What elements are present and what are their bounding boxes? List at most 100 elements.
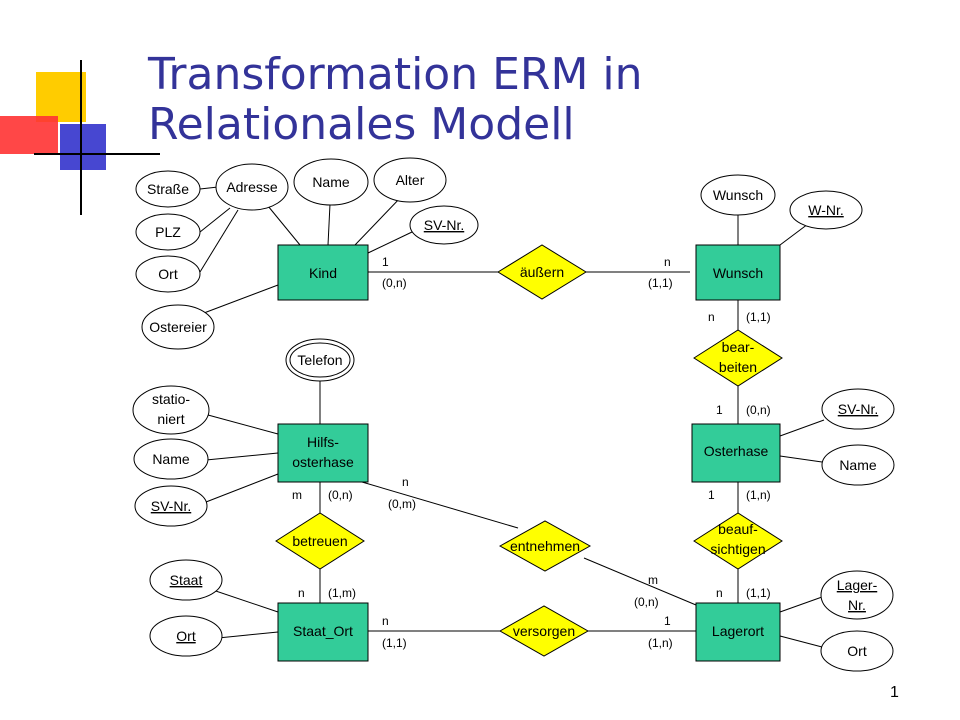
attribute-telefon-ellipse-outer xyxy=(285,338,355,382)
attribute-telefon-ellipse-inner xyxy=(289,342,351,378)
attribute-ostereier-ellipse xyxy=(141,304,215,350)
card-lager-versorgen-simple: 1 xyxy=(664,614,671,628)
entity-wunsch: Wunsch xyxy=(695,244,781,301)
attribute-oster-name: Name xyxy=(821,444,895,486)
attribute-wnr: W-Nr. xyxy=(789,190,863,230)
attribute-kind-name-ellipse xyxy=(293,158,369,206)
relationship-entnehmen: entnehmen xyxy=(498,520,592,572)
attribute-staat-ort-ort-ellipse xyxy=(149,615,223,657)
attribute-staat-ort-ort-label: Ort xyxy=(176,628,196,644)
attribute-oster-svnr-ellipse xyxy=(821,388,895,430)
card-wunsch-aeussern-simple: n xyxy=(664,255,671,269)
attribute-stationiert: statio- niert xyxy=(132,385,210,435)
attribute-plz-label: PLZ xyxy=(155,224,181,240)
entity-wunsch-box xyxy=(695,244,781,301)
line-adresse-ort xyxy=(199,209,239,273)
line-entnehmen-lagerort xyxy=(583,557,697,606)
attribute-alter-ellipse xyxy=(373,157,447,203)
attribute-kind-svnr-ellipse xyxy=(409,205,479,245)
deco-blue-square xyxy=(60,124,106,170)
attribute-hilfs-name-ellipse xyxy=(133,438,209,480)
attribute-kind-ort-label: Ort xyxy=(158,266,178,282)
attribute-hilfs-svnr-label: SV-Nr. xyxy=(151,498,191,514)
attribute-oster-svnr-label: SV-Nr. xyxy=(838,401,878,417)
relationship-betreuen-shape xyxy=(275,512,365,570)
entity-lagerort-label: Lagerort xyxy=(712,623,764,639)
attribute-strasse: Straße xyxy=(135,170,201,208)
attribute-ostereier: Ostereier xyxy=(141,304,215,350)
card-staat-versorgen-minmax: (1,1) xyxy=(382,636,407,650)
line-osterhase-svnr xyxy=(779,419,825,437)
attribute-kind-ort: Ort xyxy=(135,255,201,293)
line-lagerort-ort xyxy=(779,635,823,648)
attribute-stationiert-label-1: statio- xyxy=(152,391,190,407)
slide-decoration xyxy=(0,60,160,215)
relationship-aeussern: äußern xyxy=(497,244,587,300)
relationship-bearbeiten-label-2: beiten xyxy=(719,359,757,375)
card-hilfs-betreuen-minmax: (0,n) xyxy=(328,488,353,502)
attribute-plz: PLZ xyxy=(135,213,201,251)
attribute-adresse: Adresse xyxy=(215,163,289,211)
attribute-kind-ort-ellipse xyxy=(135,255,201,293)
entity-lagerort: Lagerort xyxy=(695,602,781,662)
card-kind-aeussern-minmax: (0,n) xyxy=(382,276,407,290)
relationship-bearbeiten-label-1: bear- xyxy=(722,339,755,355)
entity-staat-ort: Staat_Ort xyxy=(277,602,369,662)
attribute-alter-label: Alter xyxy=(396,172,425,188)
attribute-telefon-label: Telefon xyxy=(297,352,342,368)
relationship-beaufsichtigen-shape xyxy=(693,512,783,570)
entity-hilfsosterhase: Hilfs- osterhase xyxy=(277,423,369,483)
attribute-adresse-label: Adresse xyxy=(226,179,278,195)
entity-wunsch-label: Wunsch xyxy=(713,265,763,281)
relationship-beaufsichtigen: beauf- sichtigen xyxy=(693,512,783,570)
relationship-versorgen: versorgen xyxy=(498,605,590,657)
attribute-strasse-label: Straße xyxy=(147,181,189,197)
line-wunsch-wnr xyxy=(779,223,809,246)
attribute-kind-name-label: Name xyxy=(312,174,350,190)
attribute-alter: Alter xyxy=(373,157,447,203)
attribute-kind-svnr-label: SV-Nr. xyxy=(424,217,464,233)
relationship-versorgen-shape xyxy=(498,605,590,657)
line-hilfs-stationiert xyxy=(207,414,279,435)
card-lager-beaufsichtigen-simple: n xyxy=(716,586,723,600)
relationship-betreuen-label: betreuen xyxy=(292,533,347,549)
entity-hilfsosterhase-label-2: osterhase xyxy=(292,454,354,470)
attribute-hilfs-svnr-ellipse xyxy=(134,485,208,527)
card-oster-bearbeiten-simple: 1 xyxy=(716,403,723,417)
attribute-stationiert-label-2: niert xyxy=(157,411,184,427)
entity-staat-ort-label: Staat_Ort xyxy=(293,623,353,639)
attribute-hilfs-name: Name xyxy=(133,438,209,480)
attribute-hilfs-svnr: SV-Nr. xyxy=(134,485,208,527)
deco-red-square xyxy=(0,116,58,154)
attribute-wunsch: Wunsch xyxy=(700,174,776,216)
entity-kind: Kind xyxy=(277,244,369,301)
line-kind-name xyxy=(327,203,331,246)
card-wunsch-aeussern-minmax: (1,1) xyxy=(648,276,673,290)
attribute-lager-ort-ellipse xyxy=(820,630,894,672)
entity-osterhase-box xyxy=(691,423,781,483)
card-oster-beaufsichtigen-minmax: (1,n) xyxy=(746,488,771,502)
attribute-lager-nr-label-2: Nr. xyxy=(848,597,866,613)
card-hilfs-betreuen-simple: m xyxy=(292,488,302,502)
attribute-wnr-label: W-Nr. xyxy=(808,202,844,218)
card-lager-entnehmen-simple: m xyxy=(648,573,658,587)
attribute-wunsch-label: Wunsch xyxy=(713,187,763,203)
attribute-staat-ellipse xyxy=(149,559,223,601)
line-adresse-strasse xyxy=(199,186,219,190)
line-kind-adresse xyxy=(267,205,301,246)
attribute-oster-name-ellipse xyxy=(821,444,895,486)
entity-kind-label: Kind xyxy=(309,265,337,281)
slide-number: 1 xyxy=(890,684,899,701)
attribute-staat-label: Staat xyxy=(170,572,203,588)
attribute-adresse-ellipse xyxy=(215,163,289,211)
line-osterhase-name xyxy=(779,455,823,463)
card-hilfs-entnehmen-simple: n xyxy=(402,475,409,489)
card-oster-beaufsichtigen-simple: 1 xyxy=(708,488,715,502)
entity-osterhase: Osterhase xyxy=(691,423,781,483)
attribute-wunsch-ellipse xyxy=(700,174,776,216)
deco-yellow-square xyxy=(36,72,86,122)
attribute-oster-name-label: Name xyxy=(839,457,877,473)
card-hilfs-entnehmen-minmax: (0,m) xyxy=(388,497,416,511)
attribute-plz-ellipse xyxy=(135,213,201,251)
line-kind-ostereier xyxy=(195,284,279,317)
